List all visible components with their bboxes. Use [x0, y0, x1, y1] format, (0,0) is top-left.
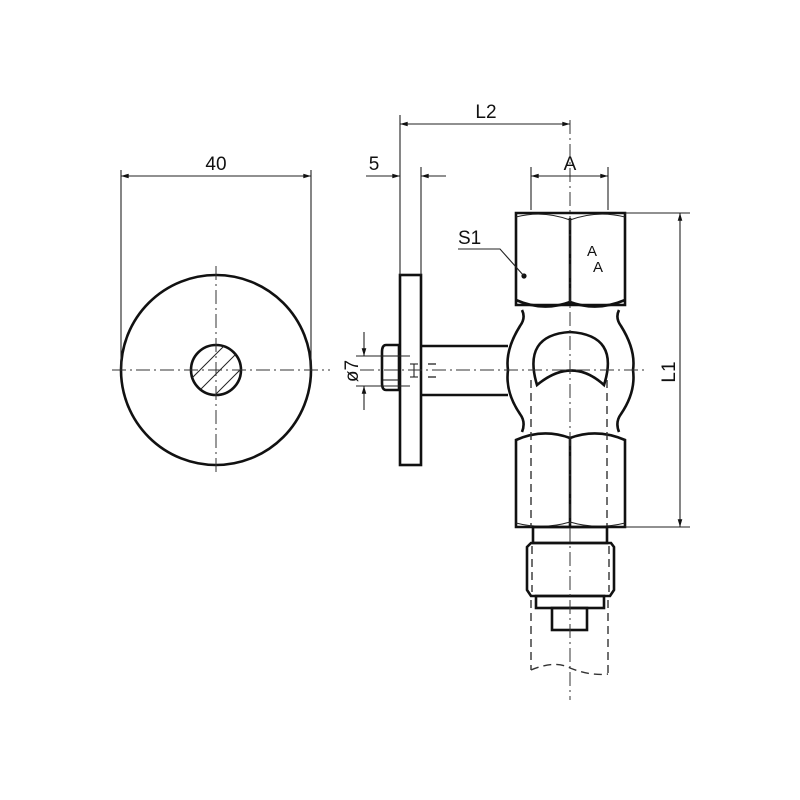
dimension-l2: L2 — [475, 102, 496, 123]
lower-hex-nut — [514, 432, 627, 529]
marking-a-top: A — [587, 243, 597, 260]
dimension-a: A — [564, 154, 577, 175]
s1-leader — [458, 248, 525, 277]
section-hatch — [191, 345, 241, 395]
retaining-nut — [380, 343, 401, 392]
dimension-d7: ø7 — [342, 360, 363, 382]
dimension-l1: L1 — [659, 361, 680, 382]
label-s1: S1 — [458, 228, 481, 249]
marking-a-bottom: A — [593, 259, 603, 276]
valve-side-view: A A S1 L2 — [342, 102, 690, 700]
body-right-contour — [616, 309, 635, 433]
dimension-40: 40 — [205, 154, 226, 175]
handwheel-front-view: 40 — [112, 154, 330, 476]
crescent-window — [532, 330, 610, 388]
upper-hex-nut — [514, 211, 627, 307]
threaded-connection — [525, 541, 616, 598]
dimension-5: 5 — [369, 154, 380, 175]
body-left-contour — [506, 309, 525, 433]
